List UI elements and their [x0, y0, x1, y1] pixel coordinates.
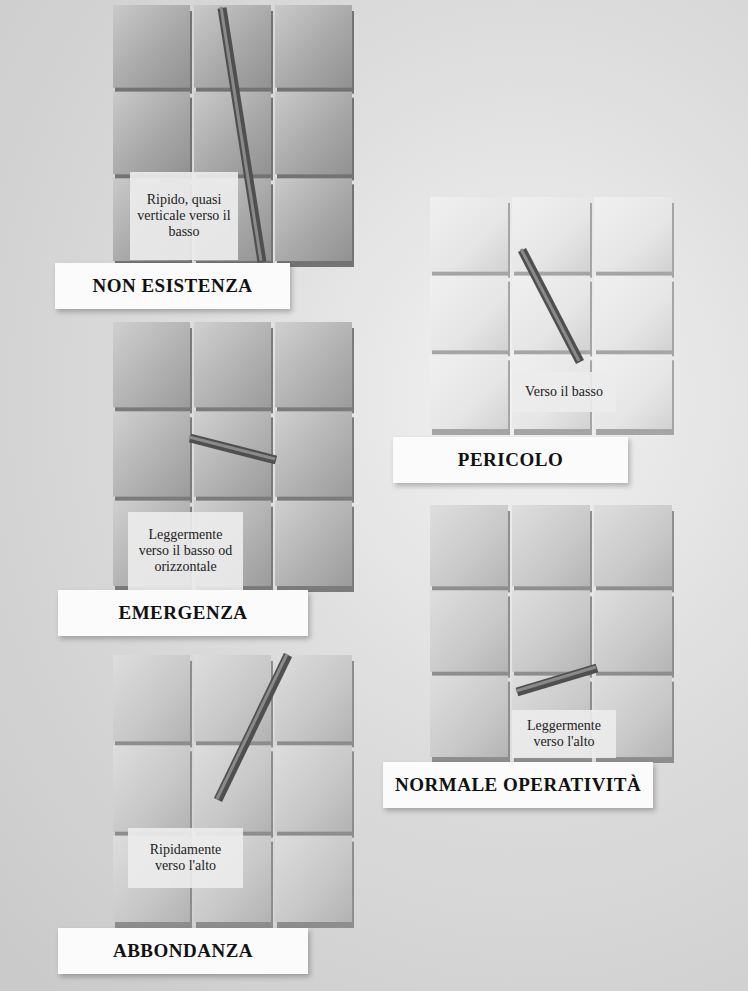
- cube-shine: [275, 745, 352, 831]
- cube-grid: [113, 654, 354, 928]
- cube-shine: [594, 590, 672, 671]
- cube-shine: [113, 322, 190, 407]
- cube-shine: [113, 5, 190, 88]
- cube-face: [113, 655, 190, 741]
- cube-face: [113, 745, 190, 831]
- cube-shine: [275, 5, 352, 88]
- cube-shine: [194, 322, 271, 407]
- heading-text: ABBONDANZA: [113, 940, 253, 962]
- cube-shine: [430, 354, 508, 429]
- cube-face: [275, 178, 352, 261]
- slope-bar: [218, 655, 288, 800]
- cube-face: [275, 836, 352, 922]
- cube-shine: [275, 178, 352, 261]
- cube-shine: [512, 505, 590, 586]
- cube-shine: [194, 92, 271, 175]
- caption-box: Ripido, quasi verticale verso il basso: [130, 172, 238, 260]
- cube-shine: [113, 655, 190, 741]
- cube-face: [512, 505, 590, 586]
- cube-shine: [275, 322, 352, 407]
- heading-banner: NON ESISTENZA: [55, 263, 290, 309]
- cube-face: [113, 322, 190, 407]
- cube-shine: [275, 411, 352, 496]
- cube-shine: [275, 501, 352, 586]
- cube-face: [275, 5, 352, 88]
- cube-shine: [113, 411, 190, 496]
- slope-bar-highlight: [516, 667, 596, 691]
- cube-grid: [113, 322, 354, 592]
- heading-text: NON ESISTENZA: [92, 275, 252, 297]
- cube-shine: [430, 676, 508, 757]
- slope-bar-highlight: [189, 437, 275, 459]
- cube-face: [430, 276, 508, 351]
- cube-face: [512, 590, 590, 671]
- cube-grid: [113, 5, 354, 267]
- heading-banner: EMERGENZA: [58, 590, 308, 636]
- cube-face: [194, 322, 271, 407]
- cube-shine: [430, 505, 508, 586]
- caption-text: Ripidamente verso l'alto: [134, 842, 237, 874]
- cube-shine: [430, 590, 508, 671]
- cube-face: [113, 411, 190, 496]
- heading-banner: NORMALE OPERATIVITÀ: [383, 762, 653, 808]
- cube-shine: [113, 92, 190, 175]
- cube-face: [275, 411, 352, 496]
- cube-shine: [430, 276, 508, 351]
- cube-face: [430, 354, 508, 429]
- cube-face: [194, 92, 271, 175]
- cube-shine: [594, 505, 672, 586]
- heading-banner: PERICOLO: [393, 437, 628, 483]
- cube-face: [594, 197, 672, 272]
- cube-face: [275, 501, 352, 586]
- cube-face: [275, 322, 352, 407]
- cube-face: [430, 505, 508, 586]
- cube-face: [430, 197, 508, 272]
- cube-shine: [430, 197, 508, 272]
- caption-text: Leggermente verso il basso od orizzontal…: [134, 527, 237, 575]
- cube-shine: [194, 655, 271, 741]
- cube-grid: [430, 505, 674, 763]
- heading-banner: ABBONDANZA: [58, 928, 308, 974]
- cube-face: [275, 745, 352, 831]
- cube-shine: [194, 745, 271, 831]
- cube-face: [594, 590, 672, 671]
- cube-face: [430, 590, 508, 671]
- caption-text: Leggermente verso l'alto: [518, 718, 610, 750]
- slope-bar-highlight: [217, 654, 287, 799]
- slope-bar-highlight: [521, 249, 579, 361]
- caption-text: Ripido, quasi verticale verso il basso: [136, 192, 232, 240]
- cube-face: [194, 655, 271, 741]
- caption-box: Verso il basso: [512, 372, 616, 412]
- caption-text: Verso il basso: [525, 384, 603, 400]
- cube-face: [594, 276, 672, 351]
- cube-face: [113, 5, 190, 88]
- caption-box: Ripidamente verso l'alto: [128, 828, 243, 888]
- slope-bar: [517, 668, 597, 692]
- cube-face: [275, 92, 352, 175]
- cube-face: [594, 505, 672, 586]
- heading-text: PERICOLO: [458, 449, 563, 471]
- caption-box: Leggermente verso il basso od orizzontal…: [128, 512, 243, 590]
- heading-text: NORMALE OPERATIVITÀ: [395, 774, 641, 796]
- cube-shine: [512, 590, 590, 671]
- heading-text: EMERGENZA: [118, 602, 247, 624]
- cube-grid: [430, 197, 674, 435]
- cube-shine: [275, 92, 352, 175]
- cube-face: [113, 92, 190, 175]
- cube-face: [430, 676, 508, 757]
- cube-shine: [275, 836, 352, 922]
- cube-shine: [113, 745, 190, 831]
- cube-shine: [594, 276, 672, 351]
- cube-face: [194, 745, 271, 831]
- caption-box: Leggermente verso l'alto: [512, 710, 616, 758]
- cube-shine: [594, 197, 672, 272]
- slope-bar: [522, 250, 580, 362]
- slope-bar: [190, 438, 276, 460]
